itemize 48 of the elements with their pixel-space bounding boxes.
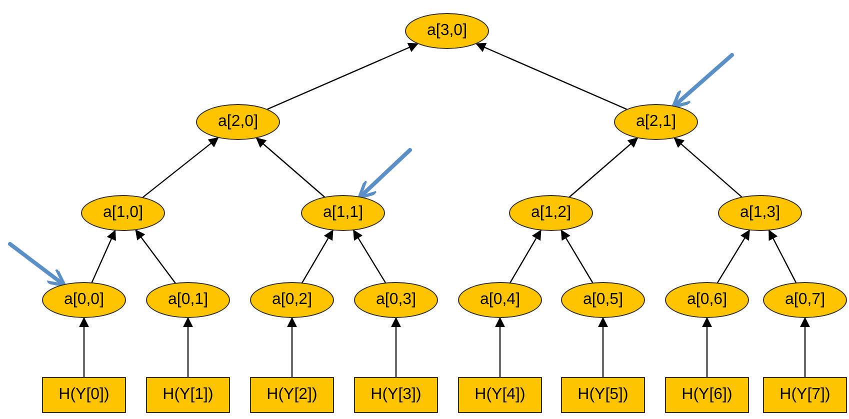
arrow bbox=[142, 137, 219, 198]
leaf-box: H(Y[5]) bbox=[561, 377, 645, 413]
arrow bbox=[510, 230, 542, 284]
hash-node-ellipse: a[0,2] bbox=[250, 282, 334, 318]
arrow bbox=[800, 317, 810, 378]
hash-node-ellipse: a[0,1] bbox=[146, 282, 230, 318]
leaf-box: H(Y[6]) bbox=[665, 377, 749, 413]
arrow bbox=[266, 42, 418, 110]
arrow bbox=[183, 317, 193, 378]
arrow bbox=[476, 42, 628, 110]
arrow bbox=[302, 230, 334, 284]
leaf-box: H(Y[0]) bbox=[42, 377, 126, 413]
hash-node-ellipse: a[1,3] bbox=[718, 195, 802, 231]
hash-node-ellipse: a[0,5] bbox=[561, 282, 645, 318]
arrow bbox=[256, 137, 325, 198]
leaf-box: H(Y[2]) bbox=[250, 377, 334, 413]
hash-node-ellipse: a[2,0] bbox=[196, 104, 280, 140]
hash-node-ellipse: a[0,3] bbox=[354, 282, 438, 318]
arrow bbox=[702, 317, 712, 378]
leaf-box: H(Y[7]) bbox=[763, 377, 847, 413]
arrow bbox=[391, 317, 401, 378]
leaf-box: H(Y[1]) bbox=[146, 377, 230, 413]
leaf-box: H(Y[4]) bbox=[458, 377, 542, 413]
arrow bbox=[79, 317, 89, 378]
hash-node-ellipse: a[0,0] bbox=[42, 282, 126, 318]
hash-node-ellipse: a[0,7] bbox=[763, 282, 847, 318]
arrow bbox=[495, 317, 505, 378]
pointer-arrow bbox=[8, 242, 66, 287]
leaf-box: H(Y[3]) bbox=[354, 377, 438, 413]
hash-node-ellipse: a[1,0] bbox=[81, 195, 165, 231]
arrow bbox=[353, 230, 386, 284]
arrow bbox=[135, 229, 176, 284]
hash-node-ellipse: a[0,6] bbox=[665, 282, 749, 318]
hash-node-ellipse: a[3,0] bbox=[405, 13, 489, 49]
hash-node-ellipse: a[1,2] bbox=[509, 195, 593, 231]
arrow bbox=[569, 137, 638, 198]
arrow bbox=[717, 230, 750, 284]
pointer-arrow bbox=[672, 53, 734, 108]
arrow bbox=[287, 317, 297, 378]
arrow bbox=[674, 138, 742, 198]
hash-node-ellipse: a[1,1] bbox=[301, 195, 385, 231]
arrow bbox=[560, 230, 594, 284]
hash-node-ellipse: a[2,1] bbox=[614, 104, 698, 140]
arrow bbox=[91, 230, 116, 283]
arrow bbox=[598, 317, 608, 378]
pointer-arrow bbox=[358, 148, 412, 200]
hash-node-ellipse: a[0,4] bbox=[458, 282, 542, 318]
arrow bbox=[768, 230, 796, 284]
